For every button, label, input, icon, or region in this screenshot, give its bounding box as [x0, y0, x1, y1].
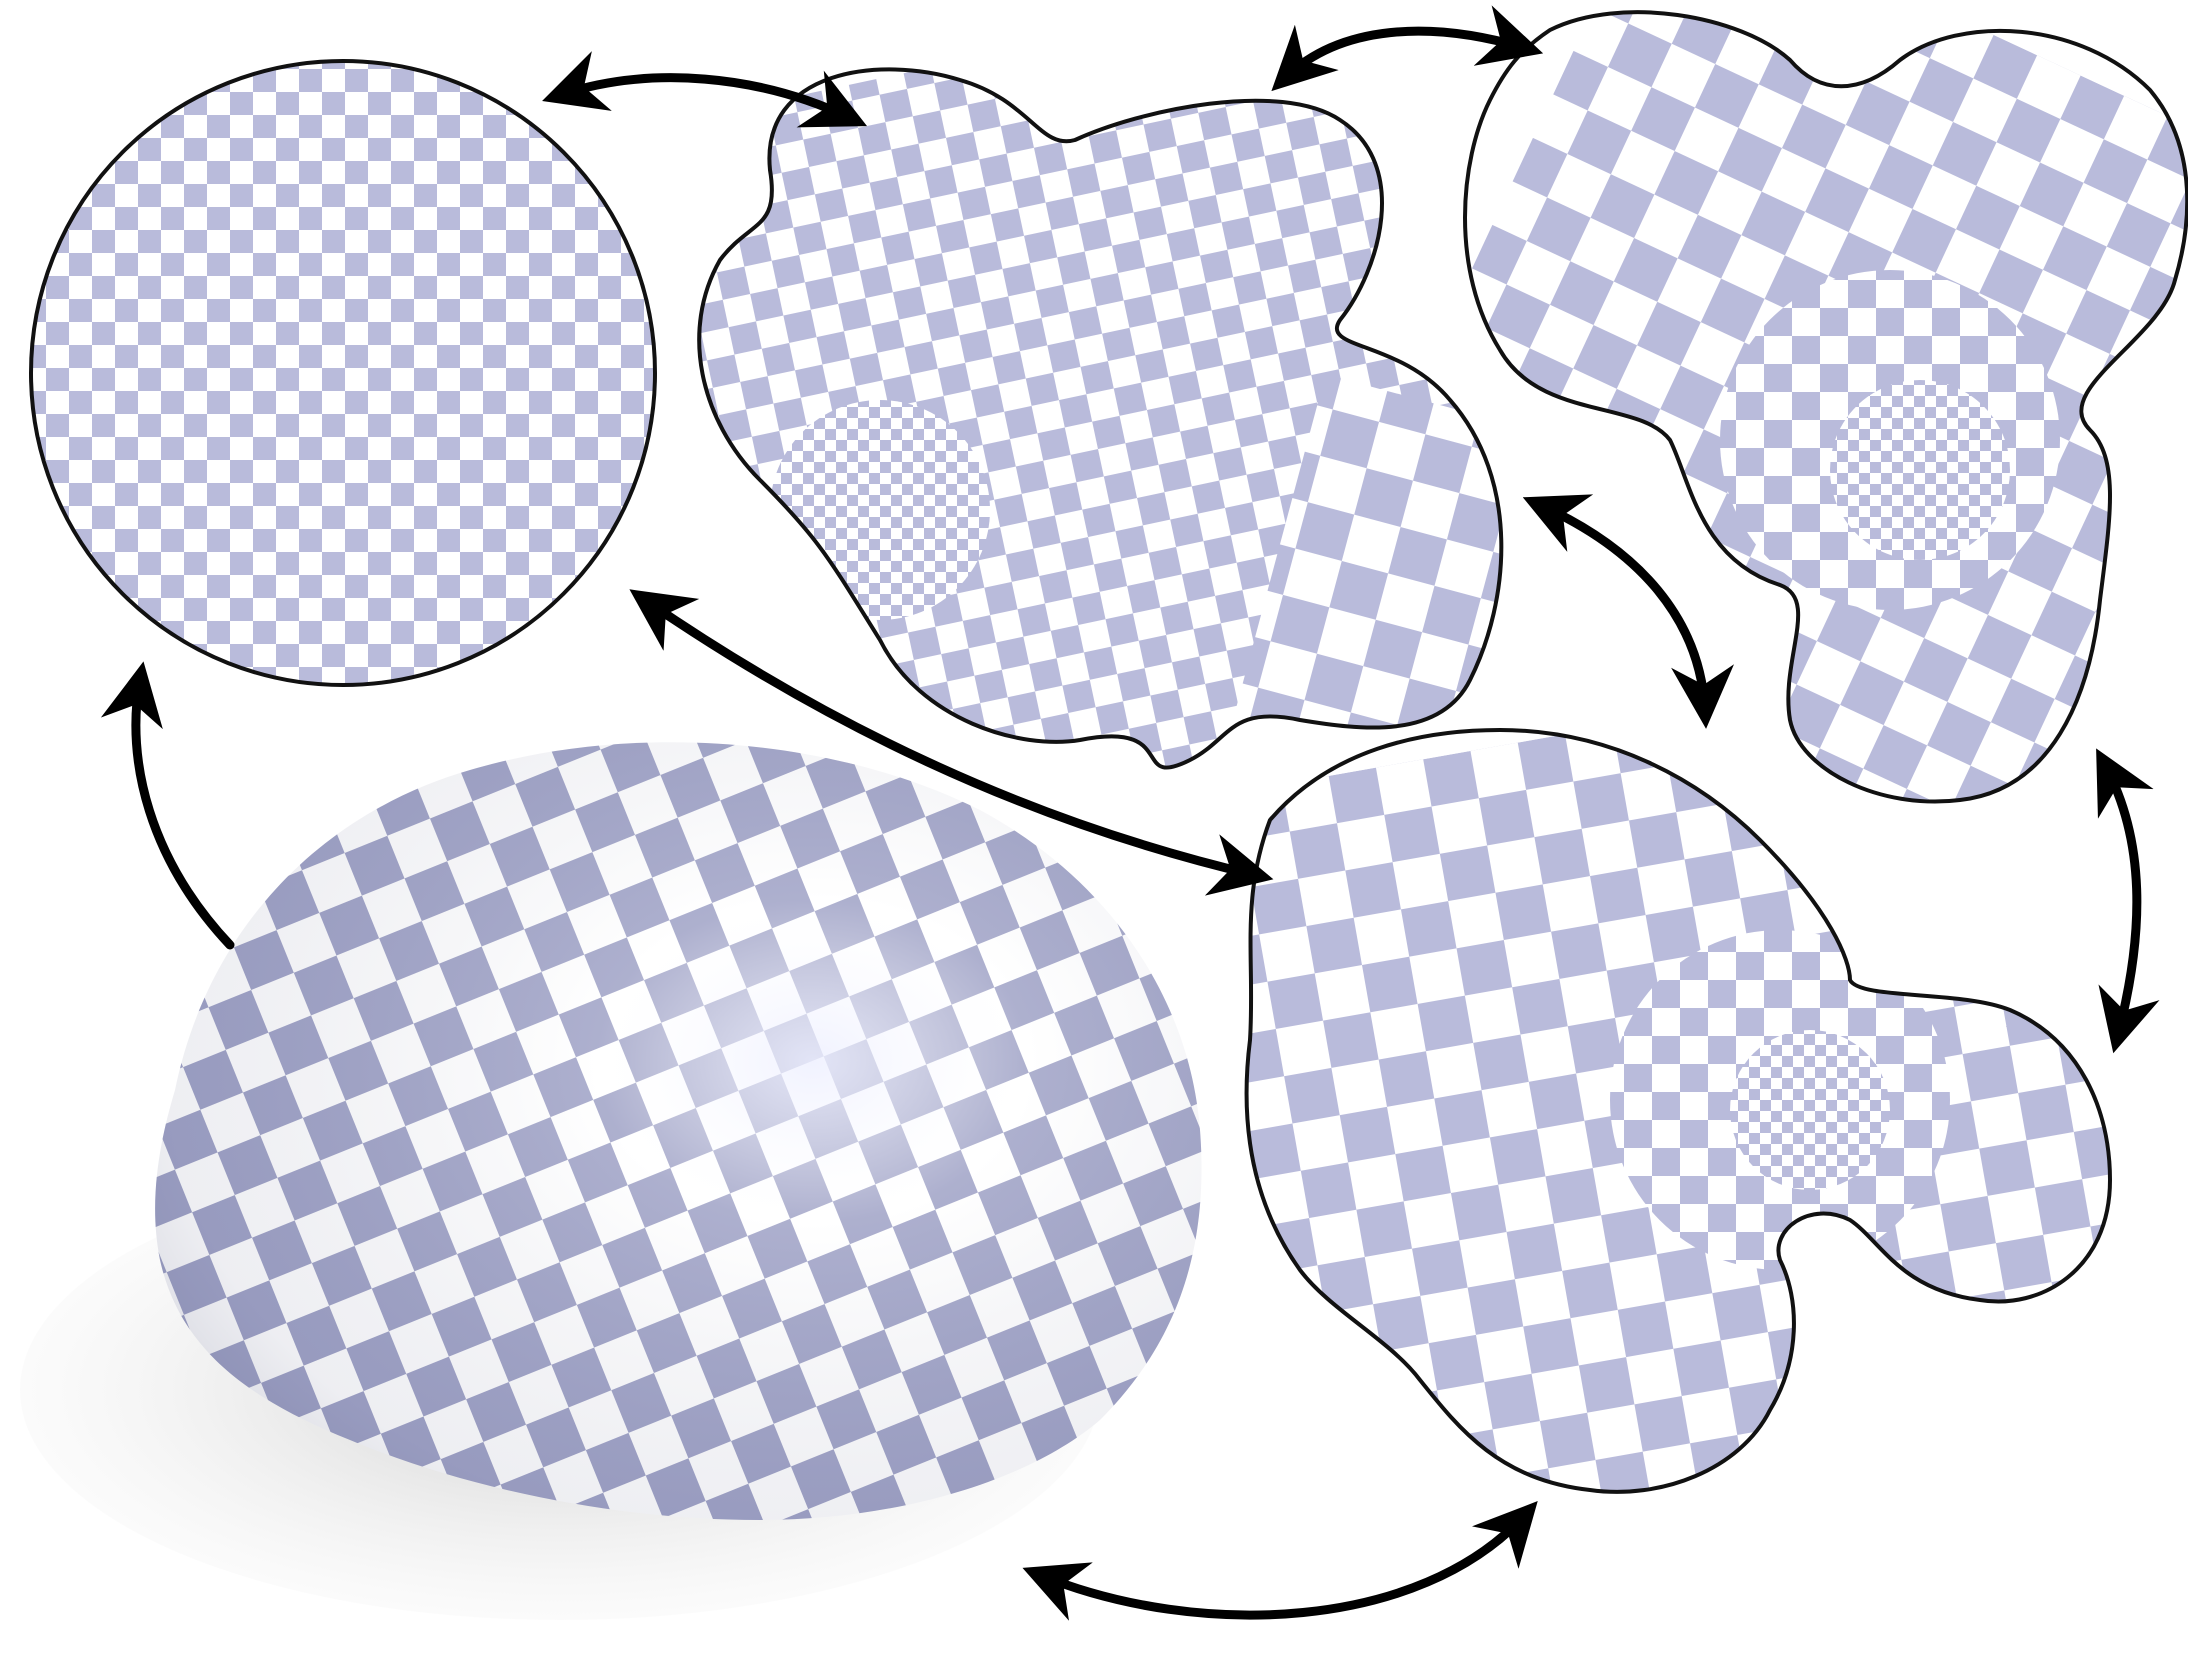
disk-panel — [31, 61, 655, 685]
blob-c-fine-region — [1730, 1030, 1890, 1190]
blob-b-fine-region — [1830, 380, 2010, 560]
disk-checkerboard — [31, 61, 655, 685]
